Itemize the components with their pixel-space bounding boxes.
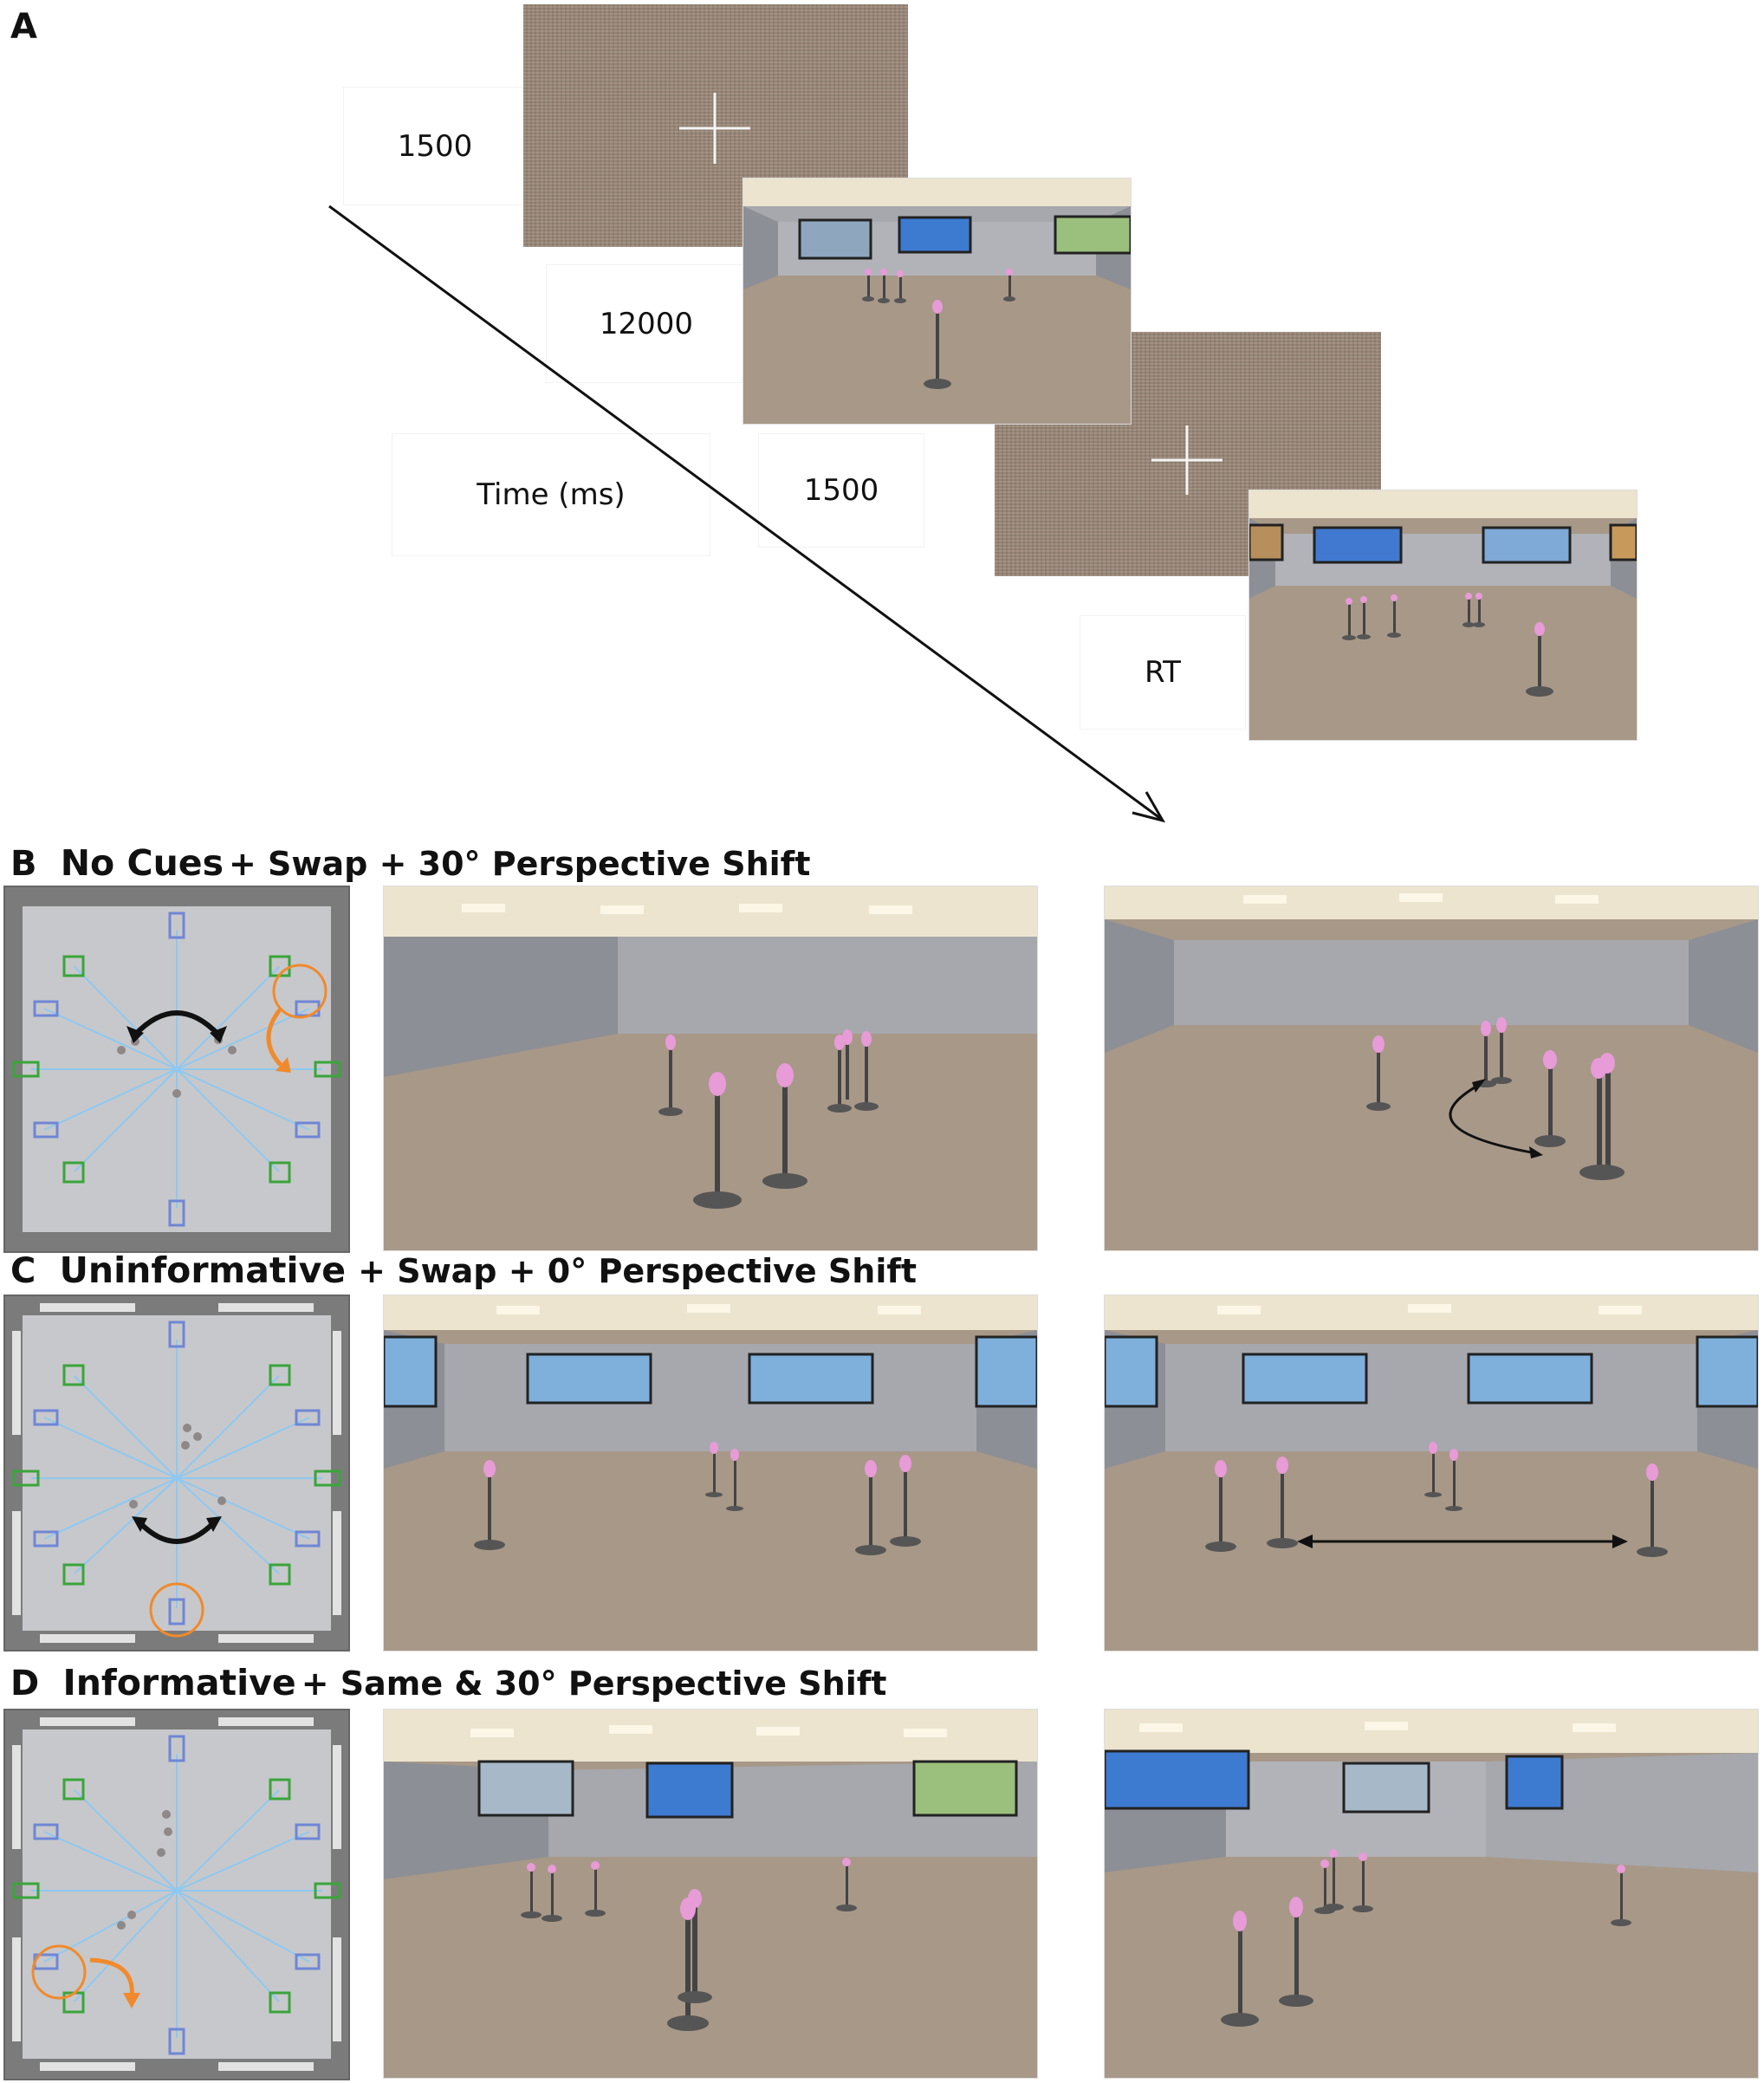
panel-b-test-view	[1104, 886, 1759, 1251]
panel-d-title: D Informative+ Same & 30° Perspective Sh…	[10, 1662, 886, 1703]
panel-d-encoding-view	[383, 1709, 1038, 2079]
panel-b-title: B No Cues+ Swap + 30° Perspective Shift	[10, 842, 810, 884]
panel-d-letter: D	[10, 1664, 40, 1703]
panel-b-manipulation: + Swap + 30° Perspective Shift	[228, 845, 811, 883]
panel-d-cue-condition: Informative	[62, 1662, 296, 1703]
label-response-time: RT	[1080, 615, 1246, 730]
fixation-cross-icon	[1151, 425, 1222, 495]
panel-b-encoding-view	[383, 886, 1038, 1251]
label-fixation-1-duration: 1500	[343, 87, 527, 205]
panel-c-test-view	[1104, 1295, 1759, 1651]
fixation-cross-icon	[679, 93, 750, 164]
panel-c-layout-map	[3, 1295, 350, 1651]
panel-d-layout-map	[3, 1709, 350, 2080]
panel-c-cue-condition: Uninformative	[59, 1249, 347, 1291]
panel-b-layout-map	[3, 886, 350, 1253]
panel-d-test-view	[1104, 1709, 1759, 2079]
response-room-screen	[1248, 490, 1638, 741]
encoding-room-screen	[743, 178, 1132, 425]
panel-c-encoding-view	[383, 1295, 1038, 1651]
panel-c-title: C Uninformative + Swap + 0° Perspective S…	[10, 1249, 917, 1291]
panel-c-letter: C	[10, 1251, 36, 1291]
label-fixation-2-duration: 1500	[758, 433, 924, 548]
label-time-axis: Time (ms)	[392, 433, 710, 556]
panel-d-manipulation: + Same & 30° Perspective Shift	[301, 1664, 887, 1703]
panel-b-letter: B	[10, 844, 37, 884]
panel-a-letter: A	[10, 7, 37, 47]
panel-b-cue-condition: No Cues	[60, 842, 224, 884]
label-encoding-duration: 12000	[546, 264, 747, 383]
panel-c-manipulation: + Swap + 0° Perspective Shift	[358, 1252, 918, 1290]
